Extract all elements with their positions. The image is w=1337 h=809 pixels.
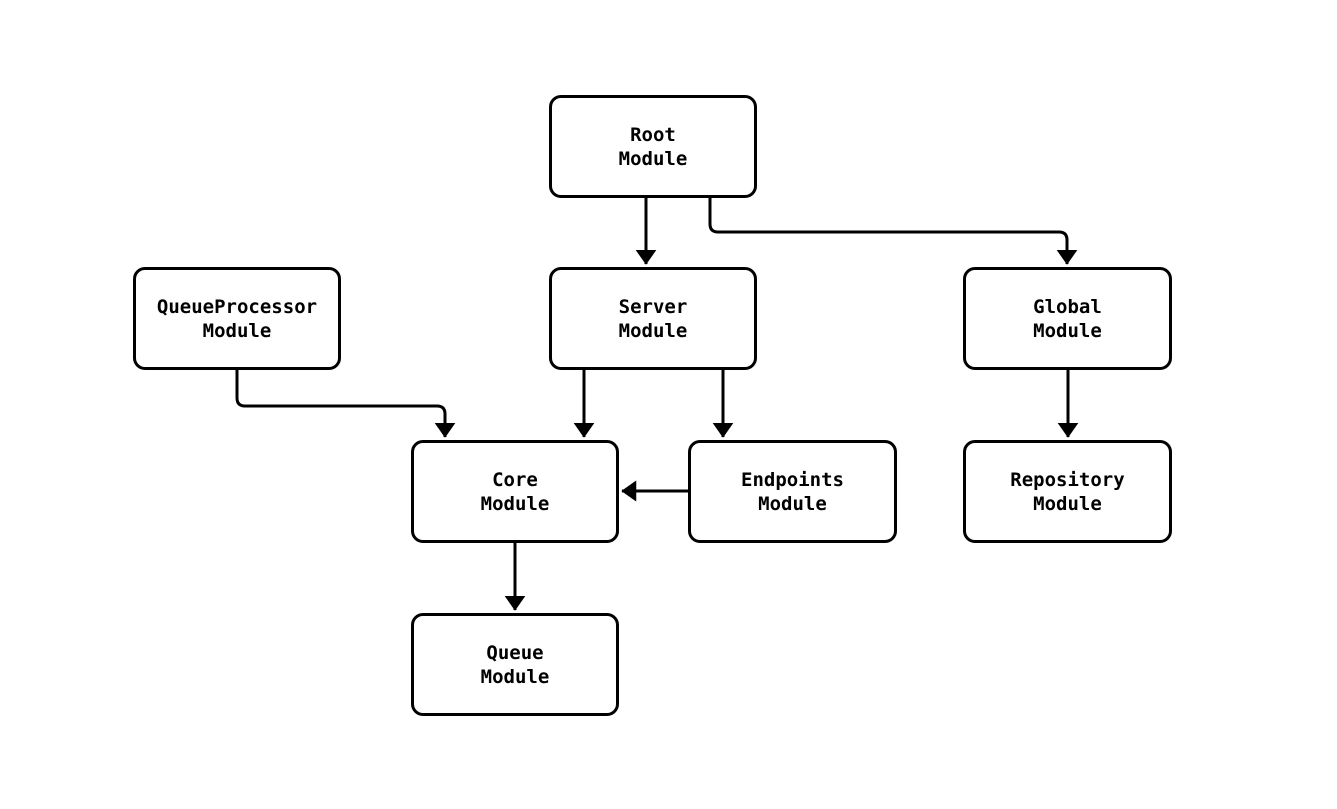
- node-queueprocessor-module-label: QueueProcessor Module: [156, 295, 318, 342]
- node-core-module: Core Module: [411, 440, 619, 543]
- node-repository-module-label: Repository Module: [1010, 468, 1125, 515]
- node-endpoints-module-label: Endpoints Module: [741, 468, 844, 515]
- node-queue-module: Queue Module: [411, 613, 619, 716]
- node-queueprocessor-module: QueueProcessor Module: [133, 267, 341, 370]
- node-core-module-label: Core Module: [480, 468, 550, 515]
- edge-root-to-global: [708, 198, 1078, 265]
- node-endpoints-module: Endpoints Module: [688, 440, 897, 543]
- node-repository-module: Repository Module: [963, 440, 1172, 543]
- node-root-module-label: Root Module: [618, 123, 688, 170]
- node-root-module: Root Module: [549, 95, 757, 198]
- node-server-module-label: Server Module: [618, 295, 688, 342]
- node-server-module: Server Module: [549, 267, 757, 370]
- node-queue-module-label: Queue Module: [480, 641, 550, 688]
- edge-queue_processor-to-core: [235, 370, 456, 438]
- node-global-module-label: Global Module: [1033, 295, 1102, 342]
- node-global-module: Global Module: [963, 267, 1172, 370]
